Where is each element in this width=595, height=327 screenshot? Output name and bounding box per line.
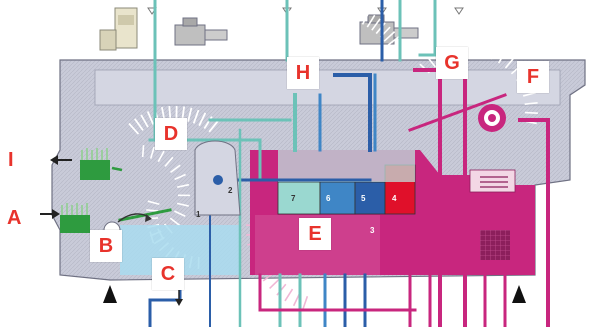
roller-fin bbox=[302, 295, 309, 310]
roller-fin bbox=[286, 8, 294, 22]
roller-fin bbox=[147, 111, 155, 125]
roller-fin bbox=[387, 36, 400, 47]
roller-fin bbox=[371, 18, 381, 31]
label-i: I bbox=[8, 149, 14, 171]
heater-grid bbox=[480, 230, 510, 260]
roller-fin bbox=[208, 120, 219, 133]
roller-fin bbox=[264, 21, 276, 34]
roller-fin bbox=[311, 1, 316, 16]
roller-fin bbox=[260, 25, 271, 38]
zone-number-2: 2 bbox=[228, 186, 233, 195]
roller-fin bbox=[366, 14, 376, 28]
chamber-row bbox=[277, 150, 416, 215]
label-e: E bbox=[299, 218, 331, 250]
roller-fin bbox=[157, 150, 165, 163]
zone-number-5: 5 bbox=[361, 194, 366, 203]
roller-fin bbox=[482, 43, 488, 57]
arrow-out-icon bbox=[50, 155, 72, 165]
roller-fin bbox=[174, 210, 186, 217]
label-g: G bbox=[436, 47, 468, 79]
roller-fin bbox=[269, 278, 281, 289]
roller-fin bbox=[292, 6, 300, 20]
zone-number-6: 6 bbox=[326, 194, 331, 203]
roller-fin bbox=[522, 91, 536, 97]
zone-number-3: 3 bbox=[370, 226, 375, 235]
motor-icon bbox=[359, 14, 419, 45]
roller-fin bbox=[270, 17, 280, 31]
motor-icon bbox=[174, 17, 228, 46]
brush-bristles bbox=[61, 148, 108, 215]
roller-fin bbox=[356, 8, 364, 23]
arrow-in-icon bbox=[40, 209, 60, 219]
roller-fin bbox=[168, 106, 172, 121]
roller-fin bbox=[140, 114, 149, 128]
arrow-down-icon bbox=[175, 290, 183, 306]
roller-fin bbox=[177, 183, 190, 188]
roller-fin bbox=[244, 45, 257, 55]
label-f: F bbox=[517, 61, 549, 93]
roller-fin bbox=[169, 217, 181, 227]
roller-fin bbox=[149, 146, 155, 159]
roller-fin bbox=[299, 4, 305, 19]
roller-fin bbox=[275, 14, 285, 28]
control-box bbox=[469, 169, 516, 193]
roller-fin bbox=[474, 42, 477, 56]
roller-fin bbox=[176, 202, 189, 207]
roller-fin bbox=[383, 31, 396, 42]
roller-fin bbox=[192, 109, 200, 124]
roller-fin bbox=[284, 288, 294, 302]
brush-top bbox=[80, 160, 110, 180]
roller-fin bbox=[134, 118, 144, 131]
roller-fin bbox=[318, 1, 321, 16]
rotor-f bbox=[478, 104, 506, 132]
roller-fin bbox=[490, 46, 497, 60]
roller-fin bbox=[198, 112, 207, 126]
roller-fin bbox=[247, 40, 260, 50]
roller-fin bbox=[170, 164, 181, 173]
chamber-5 bbox=[354, 181, 386, 215]
roller-fin bbox=[330, 1, 333, 16]
roller-fin bbox=[146, 209, 159, 212]
roller-fin bbox=[351, 6, 358, 21]
zone-number-4: 4 bbox=[392, 194, 397, 203]
foot-icon bbox=[103, 285, 526, 303]
label-d: D bbox=[155, 118, 187, 150]
roller-fin bbox=[128, 123, 139, 135]
label-a: A bbox=[7, 207, 22, 229]
roller-fin bbox=[251, 35, 264, 46]
label-c: C bbox=[152, 258, 184, 290]
roller-fin bbox=[497, 51, 507, 64]
roller-fin bbox=[255, 30, 267, 42]
roller-fin bbox=[141, 145, 145, 158]
zone-number-1: 1 bbox=[196, 210, 201, 219]
brush-bottom bbox=[60, 215, 90, 233]
roller-fin bbox=[361, 11, 370, 25]
roller-fin bbox=[147, 200, 160, 206]
chamber-7 bbox=[277, 181, 321, 215]
zone-number-7: 7 bbox=[291, 194, 296, 203]
roller-fin bbox=[504, 57, 515, 69]
label-b: B bbox=[90, 230, 122, 262]
roller-fin bbox=[341, 2, 346, 17]
roller-fin bbox=[426, 56, 437, 68]
roller-fin bbox=[305, 2, 310, 17]
roller-fin bbox=[346, 4, 352, 19]
roller-fin bbox=[524, 111, 538, 114]
roller-fin bbox=[187, 107, 193, 122]
roller-fin bbox=[164, 156, 174, 167]
upper-chamber bbox=[278, 150, 415, 182]
roller-fin bbox=[524, 102, 538, 105]
roller-fin bbox=[174, 173, 186, 181]
roller-fin bbox=[335, 1, 340, 16]
label-h: H bbox=[287, 57, 319, 89]
drum-d bbox=[194, 140, 241, 216]
